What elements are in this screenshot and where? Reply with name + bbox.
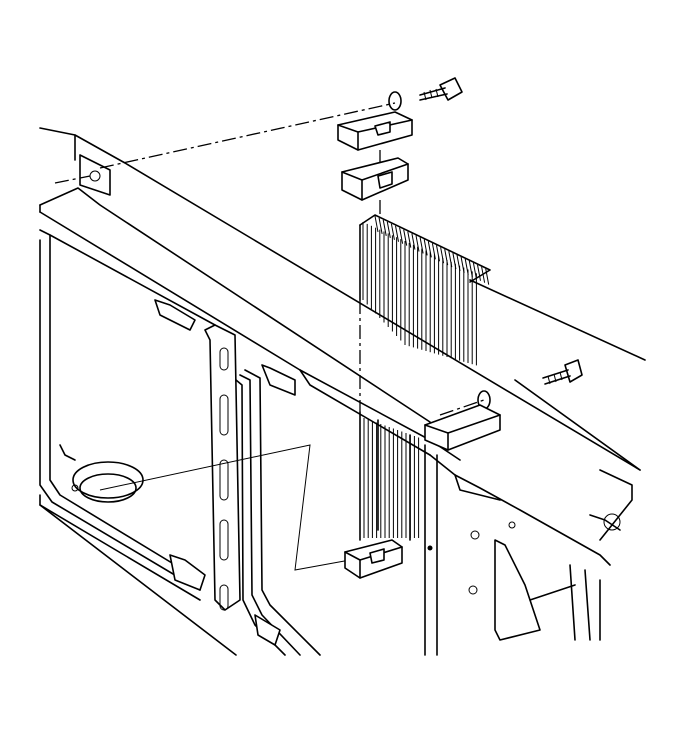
radiator-fin-edge — [407, 231, 412, 248]
radiator-fin-edge — [464, 258, 469, 275]
right-bolt — [359, 300, 583, 416]
radiator-fin-edge — [440, 247, 445, 264]
radiator-fin-edge — [477, 264, 481, 281]
radiator-fin-edge — [378, 217, 383, 235]
radiator-fin-edge — [436, 245, 440, 262]
left-mount-bracket — [54, 154, 111, 196]
upper-insulator — [337, 111, 413, 218]
radiator-fin-edge — [427, 241, 432, 258]
radiator-fin-edge — [452, 252, 457, 270]
frame-opening — [39, 229, 351, 656]
radiator-fin-edge — [456, 254, 461, 272]
radiator-fin-edge — [472, 262, 477, 279]
radiator-fin-edge — [423, 239, 428, 256]
radiator-fin-edge — [448, 251, 453, 268]
radiator-fin-edge — [395, 225, 399, 242]
radiator-fin-edge — [485, 268, 490, 285]
fan-shroud-panel — [427, 521, 601, 641]
radiator-fins — [362, 215, 490, 538]
radiator-fin-edge — [374, 215, 379, 233]
radiator-fin-edge — [419, 237, 424, 254]
radiator-fin-edge — [403, 229, 408, 246]
radiator-fin-edge — [444, 249, 449, 266]
radiator-fin-edge — [411, 233, 416, 250]
radiator-core — [359, 214, 491, 656]
upper-bolt — [99, 77, 463, 169]
radiator-support-frame — [39, 127, 646, 566]
radiator-fin-edge — [386, 221, 391, 238]
radiator-fin-edge — [382, 219, 387, 236]
radiator-fin-edge — [390, 223, 395, 240]
radiator-fin-edge — [460, 256, 465, 274]
lower-insulator — [344, 539, 403, 579]
radiator-fin-edge — [415, 235, 420, 252]
radiator-fin-edge — [399, 227, 404, 244]
radiator-fin-edge — [468, 260, 473, 277]
radiator-fin-edge — [431, 243, 436, 260]
radiator-fin-edge — [481, 266, 486, 283]
right-insulator-bracket — [424, 404, 501, 451]
